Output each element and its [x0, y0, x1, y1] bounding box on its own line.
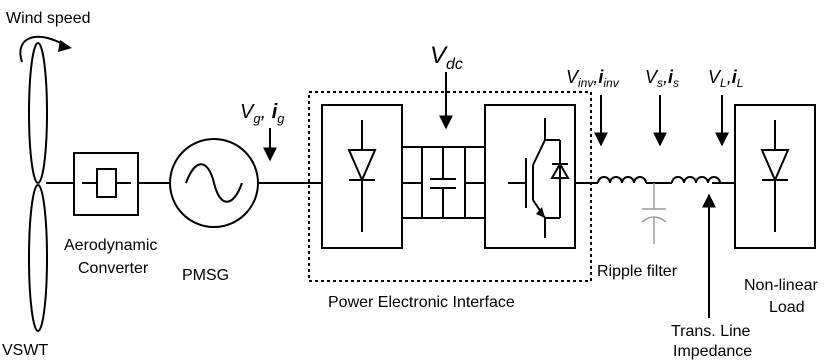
vs-is-label: Vs,is — [645, 67, 679, 90]
vg-ig-label: Vg, ig — [240, 101, 285, 126]
sine-wave-icon — [185, 163, 243, 203]
load-label-line1: Non-linear — [744, 277, 818, 294]
vinv-iinv-label: Vinv,iinv — [566, 67, 620, 90]
filter-capacitor — [641, 183, 667, 244]
pmsg-label: PMSG — [182, 267, 229, 284]
rotation-arrow-icon — [19, 35, 67, 63]
rectifier — [321, 104, 403, 249]
trans-line-label-line1: Trans. Line — [671, 323, 751, 340]
trans-line-label-line2: Impedance — [673, 343, 752, 360]
wind-speed-label: Wind speed — [6, 10, 91, 27]
pmsg-generator — [169, 138, 259, 228]
aerodynamic-converter — [73, 152, 139, 216]
vswt-label: VSWT — [2, 342, 48, 359]
turbine-blade-top — [28, 42, 48, 184]
wind-turbine — [19, 35, 72, 332]
ripple-filter-label: Ripple filter — [597, 263, 678, 280]
pei-label: Power Electronic Interface — [328, 294, 515, 311]
vl-il-label: VL,iL — [708, 67, 743, 90]
turbine-blade-bottom — [28, 184, 48, 332]
dc-link-capacitor — [402, 146, 485, 219]
line-inductor — [671, 176, 721, 184]
ripple-filter — [597, 176, 721, 184]
non-linear-load — [734, 104, 816, 249]
vdc-label: Vdc — [430, 42, 463, 73]
aerodynamic-label-line2: Converter — [78, 260, 149, 277]
aerodynamic-label-line1: Aerodynamic — [64, 237, 157, 254]
power-electronic-interface-box — [308, 91, 592, 282]
igbt-emitter-arrow-icon — [536, 207, 545, 218]
inverter-inductor — [597, 176, 647, 184]
inverter — [484, 104, 576, 249]
load-label-line2: Load — [769, 299, 805, 316]
